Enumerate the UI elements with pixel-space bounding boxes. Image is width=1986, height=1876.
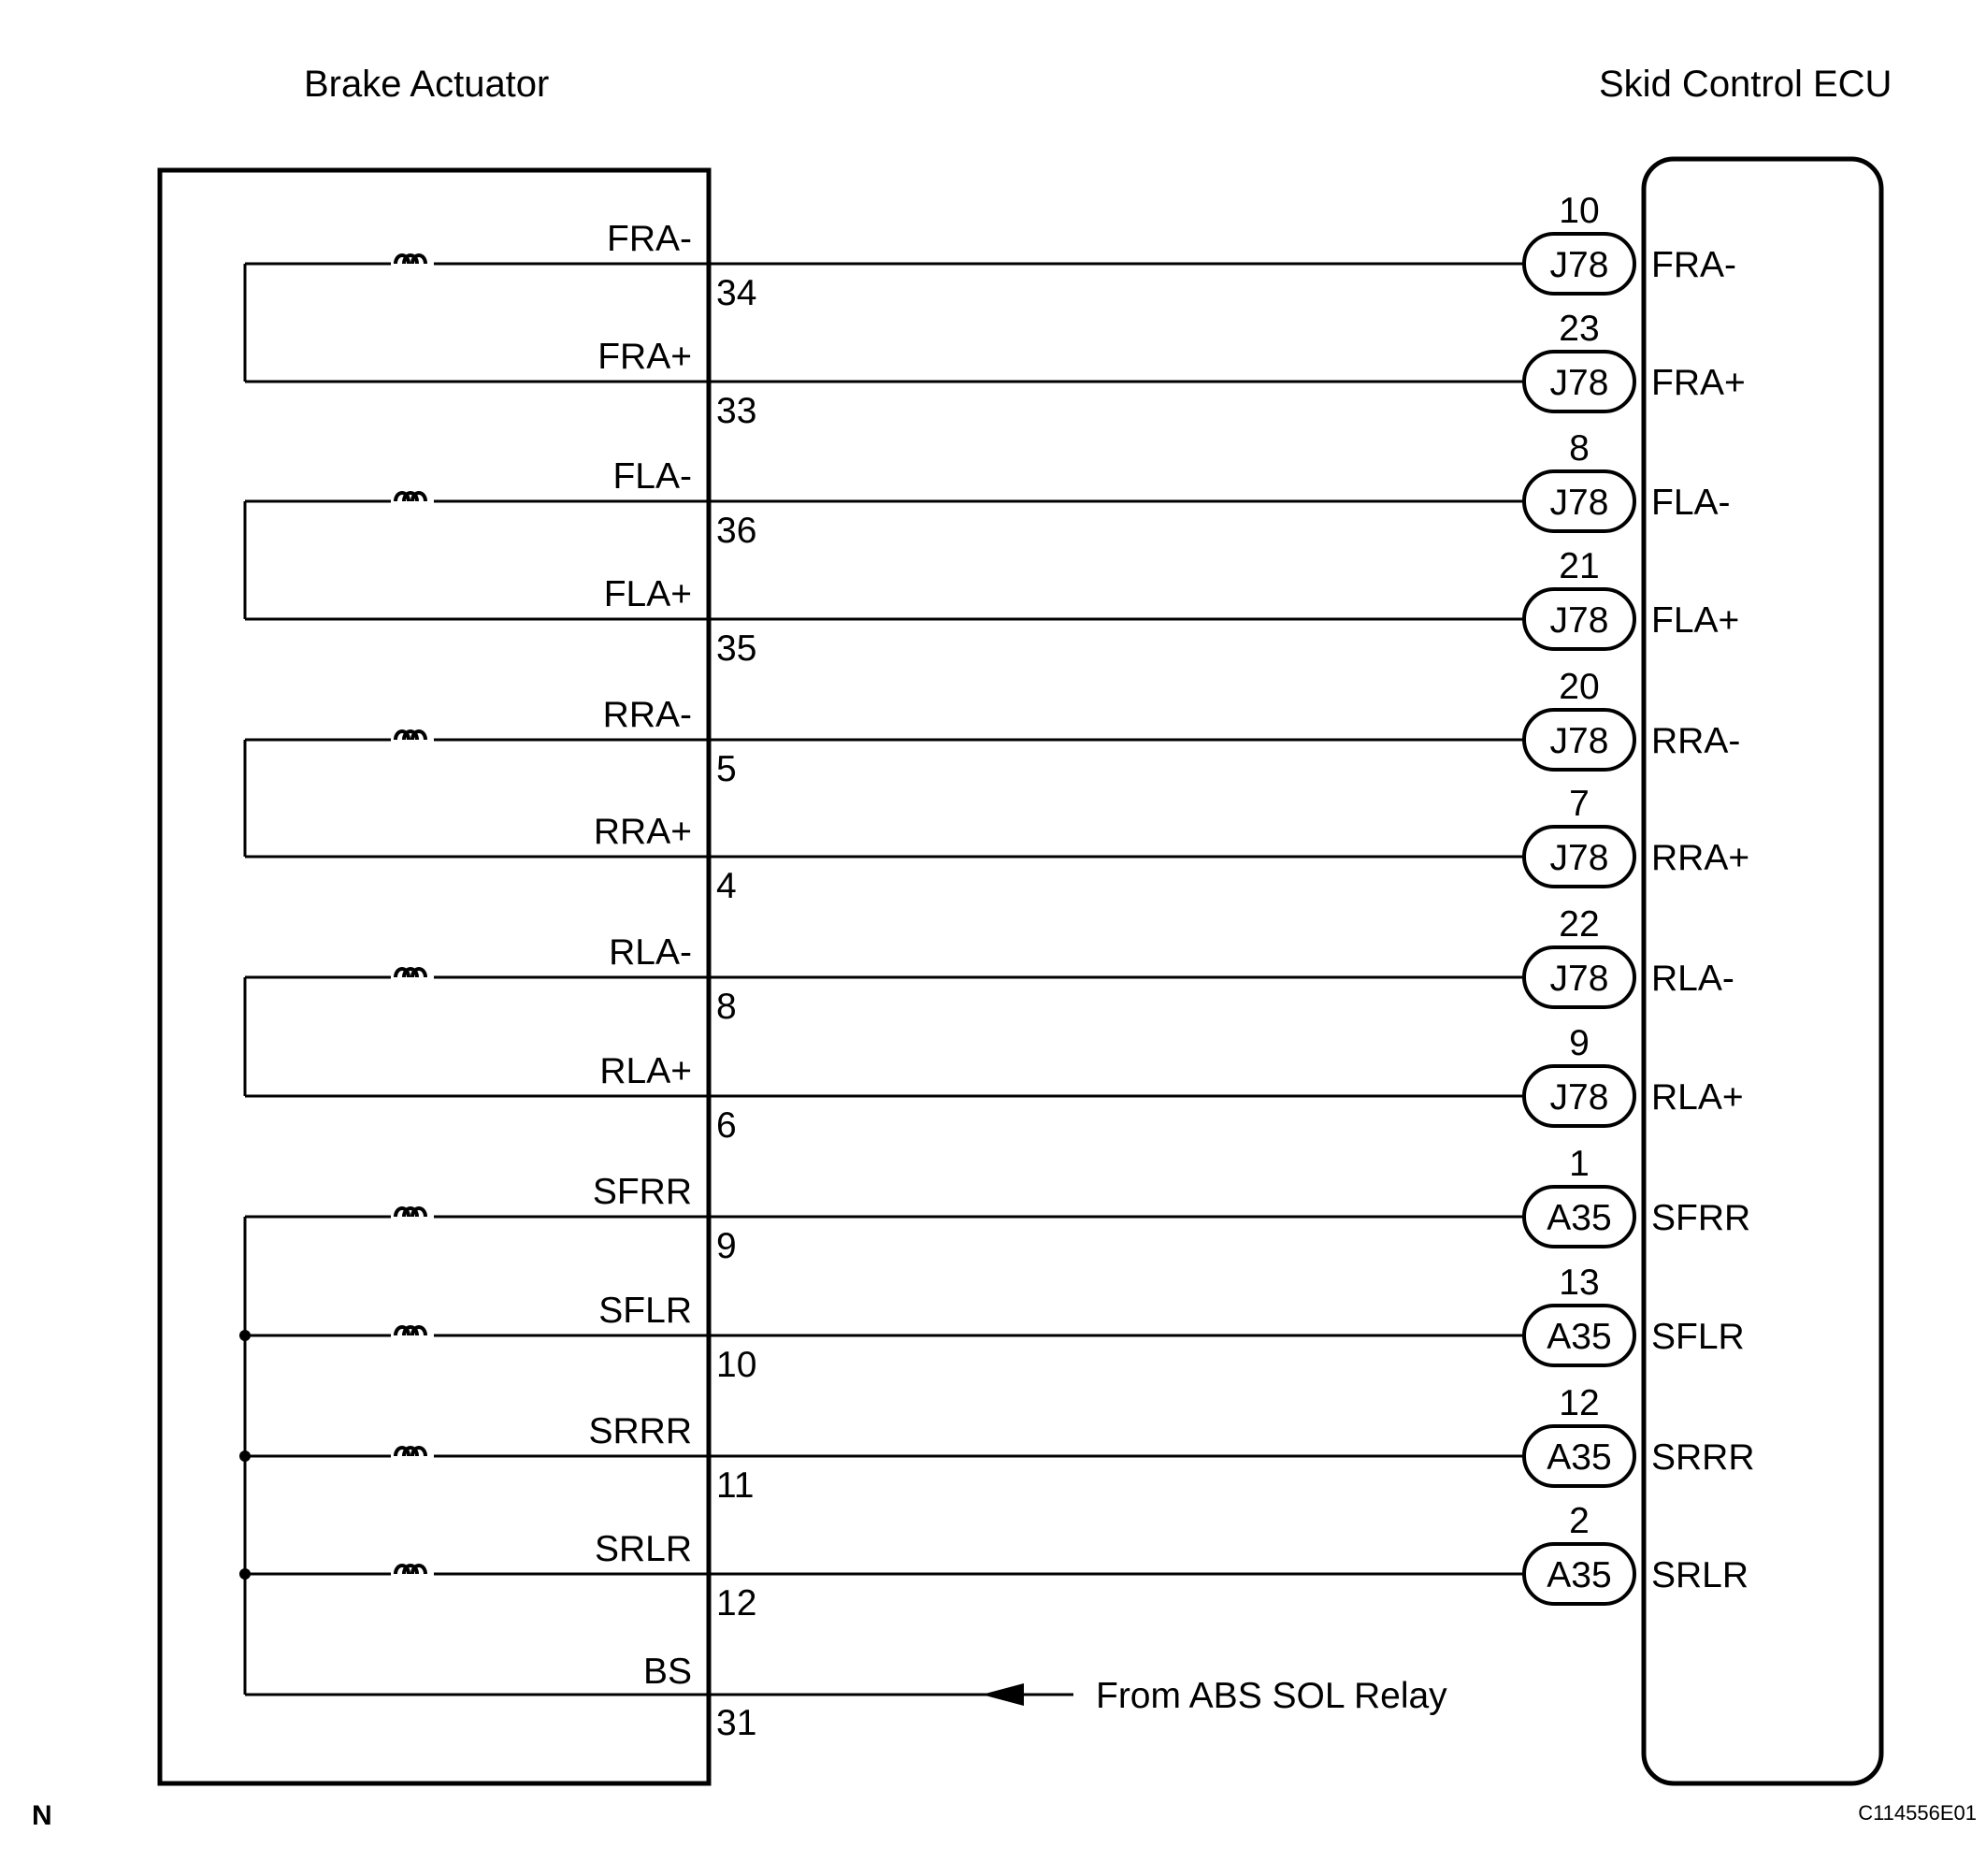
row-7-ecu-pin: 9 [1569, 1023, 1590, 1063]
row-1-actuator-label: FRA+ [597, 337, 692, 377]
row-9-connector-label: A35 [1547, 1317, 1611, 1357]
row-0-ecu-pin: 10 [1559, 191, 1599, 231]
row-2-coil-icon [394, 491, 427, 502]
row-0-coil-icon [394, 253, 427, 265]
row-4-actuator-label: RRA- [603, 695, 692, 735]
figure-id: C114556E01 [1858, 1801, 1977, 1825]
row-1-ecu-label: FRA+ [1651, 363, 1746, 403]
row-1-actuator-pin: 33 [716, 391, 756, 431]
row-5-connector [1522, 825, 1636, 888]
row-5-actuator-pin: 4 [716, 866, 737, 906]
row-7-actuator-pin: 6 [716, 1105, 737, 1146]
row-6-connector-label: J78 [1550, 959, 1609, 999]
row-0-connector-label: J78 [1550, 245, 1609, 285]
row-1-connector [1522, 350, 1636, 413]
row-4-connector [1522, 708, 1636, 772]
row-7-connector-label: J78 [1550, 1077, 1609, 1118]
row-10-actuator-label: SRRR [588, 1411, 692, 1451]
row-2-connector [1522, 469, 1636, 533]
row-11-connector-label: A35 [1547, 1555, 1611, 1595]
brake-actuator-title: Brake Actuator [304, 64, 549, 105]
skid-control-ecu-title: Skid Control ECU [1599, 64, 1892, 105]
row-2-ecu-label: FLA- [1651, 483, 1731, 523]
row-10-coil-icon [394, 1446, 427, 1457]
row-7-ecu-label: RLA+ [1651, 1077, 1744, 1118]
row-1-connector-label: J78 [1550, 363, 1609, 403]
row-9-actuator-label: SFLR [598, 1291, 692, 1331]
row-5-ecu-label: RRA+ [1651, 838, 1749, 878]
footer-left-mark: N [32, 1800, 52, 1831]
row-6-actuator-pin: 8 [716, 987, 737, 1027]
row-11-actuator-label: SRLR [595, 1529, 692, 1569]
row-8-ecu-label: SFRR [1651, 1198, 1750, 1238]
row-6-connector [1522, 945, 1636, 1009]
junction-dot-10 [239, 1450, 251, 1462]
bs-arrow-icon [982, 1683, 1024, 1706]
row-0-ecu-label: FRA- [1651, 245, 1736, 285]
row-4-ecu-label: RRA- [1651, 721, 1740, 761]
row-2-connector-label: J78 [1550, 483, 1609, 523]
bs-pin: 31 [716, 1703, 756, 1743]
junction-dot-11 [239, 1568, 251, 1580]
row-2-actuator-label: FLA- [612, 456, 692, 497]
junction-dot-9 [239, 1330, 251, 1341]
row-10-connector-label: A35 [1547, 1437, 1611, 1478]
row-3-connector-label: J78 [1550, 600, 1609, 641]
row-7-actuator-label: RLA+ [599, 1051, 692, 1091]
row-3-ecu-label: FLA+ [1651, 600, 1739, 641]
row-1-ecu-pin: 23 [1559, 309, 1599, 349]
row-3-actuator-label: FLA+ [604, 574, 692, 614]
row-8-connector-label: A35 [1547, 1198, 1611, 1238]
row-4-ecu-pin: 20 [1559, 667, 1599, 707]
row-2-actuator-pin: 36 [716, 511, 756, 551]
row-0-actuator-pin: 34 [716, 273, 756, 313]
row-4-actuator-pin: 5 [716, 749, 737, 789]
row-7-connector [1522, 1064, 1636, 1128]
row-8-coil-icon [394, 1206, 427, 1218]
wire-group: J7810FRA-FRA-34J7823FRA+FRA+33J788FLA-FL… [239, 191, 1755, 1695]
row-3-ecu-pin: 21 [1559, 546, 1599, 586]
row-11-ecu-label: SRLR [1651, 1555, 1749, 1595]
row-10-connector [1522, 1424, 1636, 1488]
bs-line-group: BS 31 From ABS SOL Relay [245, 1652, 1447, 1743]
row-3-connector [1522, 587, 1636, 651]
row-9-actuator-pin: 10 [716, 1345, 756, 1385]
row-10-ecu-pin: 12 [1559, 1383, 1599, 1423]
row-11-connector [1522, 1542, 1636, 1606]
row-9-ecu-pin: 13 [1559, 1263, 1599, 1303]
row-9-connector [1522, 1304, 1636, 1367]
row-2-ecu-pin: 8 [1569, 428, 1590, 469]
row-4-connector-label: J78 [1550, 721, 1609, 761]
row-11-actuator-pin: 12 [716, 1583, 756, 1623]
row-8-connector [1522, 1185, 1636, 1248]
row-6-actuator-label: RLA- [609, 932, 692, 973]
row-0-actuator-label: FRA- [607, 219, 692, 259]
row-9-ecu-label: SFLR [1651, 1317, 1745, 1357]
row-5-connector-label: J78 [1550, 838, 1609, 878]
skid-control-ecu-box [1641, 156, 1884, 1786]
row-3-actuator-pin: 35 [716, 628, 756, 669]
row-6-coil-icon [394, 967, 427, 978]
row-10-actuator-pin: 11 [716, 1465, 755, 1506]
row-11-ecu-pin: 2 [1569, 1501, 1590, 1541]
row-8-actuator-label: SFRR [593, 1172, 692, 1212]
row-0-connector [1522, 232, 1636, 296]
row-11-coil-icon [394, 1564, 427, 1575]
row-6-ecu-pin: 22 [1559, 904, 1599, 945]
row-5-ecu-pin: 7 [1569, 784, 1590, 824]
row-8-ecu-pin: 1 [1569, 1144, 1590, 1184]
row-4-coil-icon [394, 729, 427, 741]
row-9-coil-icon [394, 1325, 427, 1336]
row-5-actuator-label: RRA+ [594, 812, 692, 852]
row-6-ecu-label: RLA- [1651, 959, 1734, 999]
row-8-actuator-pin: 9 [716, 1226, 737, 1266]
bs-source-label: From ABS SOL Relay [1096, 1676, 1447, 1716]
bs-label: BS [643, 1652, 692, 1692]
row-10-ecu-label: SRRR [1651, 1437, 1755, 1478]
